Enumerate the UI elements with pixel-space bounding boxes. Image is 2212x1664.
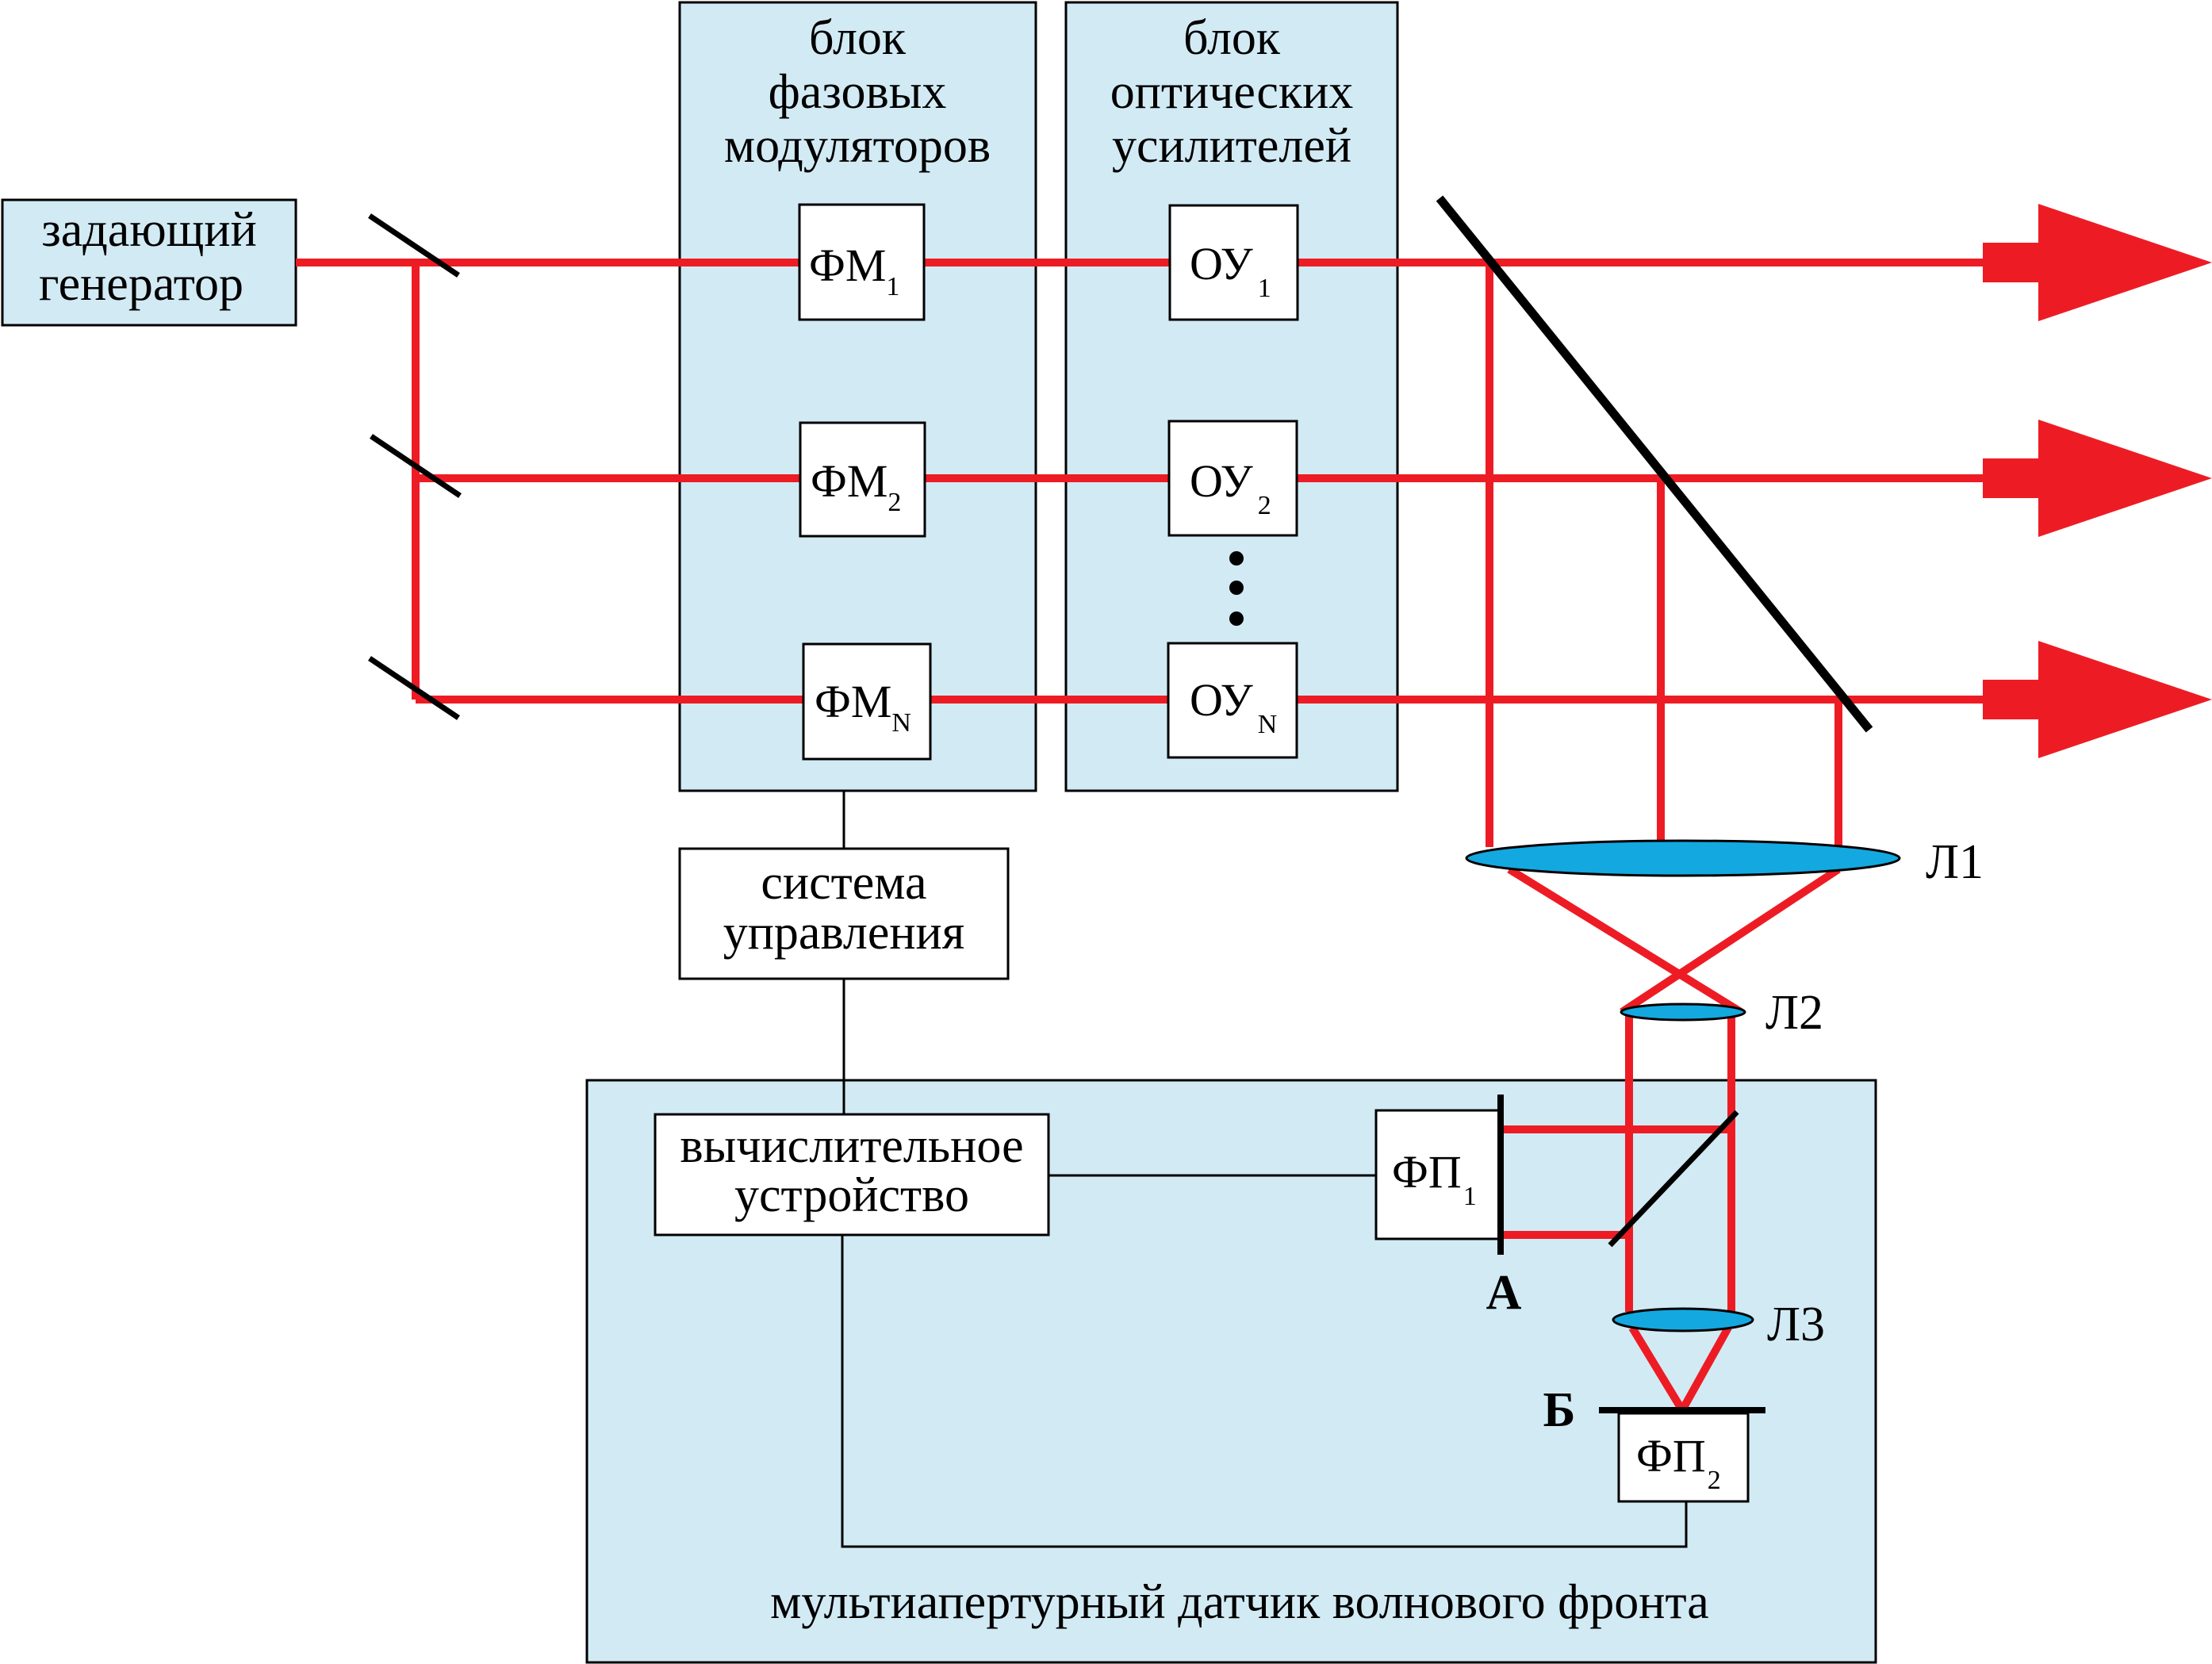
focus-beam-right (1678, 1325, 1732, 1413)
svg-text:ФМ1: ФМ1 (809, 240, 899, 301)
lens-l3-icon (1612, 1307, 1754, 1332)
splitter-mirrors (368, 213, 462, 720)
amp-block-title-line1: блок (1183, 11, 1281, 65)
ellipsis-dots (1229, 551, 1244, 626)
svg-text:устройство: устройство (734, 1168, 969, 1222)
svg-text:система: система (761, 856, 926, 910)
amp-block-title-line2: оптических (1110, 65, 1354, 119)
output-arrow-2 (1983, 420, 2212, 537)
control-wires (841, 791, 1688, 1548)
lens-l1-label: Л1 (1926, 835, 1984, 889)
svg-text:ОУ1: ОУ1 (1190, 238, 1271, 303)
svg-text:ФМ2: ФМ2 (811, 455, 901, 517)
lens-l2-icon (1620, 1003, 1746, 1022)
generator-label-line2: генератор (39, 257, 243, 311)
svg-text:ОУN: ОУN (1190, 674, 1277, 739)
sampling-mirror-icon (1436, 195, 1873, 733)
svg-text:управления: управления (723, 906, 965, 960)
sensor-beamsplitter-icon (1608, 1110, 1739, 1248)
lens-l1-icon (1465, 839, 1901, 877)
svg-text:ФП1: ФП1 (1392, 1146, 1477, 1211)
generator-label-line1: задающий (41, 203, 257, 257)
svg-text:вычислительное: вычислительное (680, 1119, 1023, 1173)
plane-b-label: Б (1543, 1383, 1576, 1437)
plane-a-label: А (1486, 1266, 1522, 1320)
phase-block-title-line1: блок (809, 11, 907, 65)
splitter-mirror-1-icon (368, 213, 460, 278)
photodetector-1: ФП1 (1374, 1109, 1502, 1240)
output-arrow-n (1983, 641, 2212, 758)
phase-block-title-line2: фазовых (769, 65, 947, 119)
modulator-2: ФМ2 (799, 421, 926, 538)
lens-l3-label: Л3 (1767, 1298, 1825, 1352)
beams (296, 259, 1983, 1413)
svg-text:ФМN: ФМN (815, 676, 911, 738)
svg-text:ФП2: ФП2 (1636, 1430, 1721, 1495)
computing-unit-box: вычислительное устройство (654, 1113, 1050, 1236)
output-arrows (1983, 204, 2212, 758)
modulator-1: ФМ1 (798, 203, 926, 321)
modulator-n: ФМN (802, 642, 932, 761)
phase-block-title-line3: модуляторов (724, 119, 991, 173)
converging-beam-left (1507, 865, 1743, 1016)
amp-block-title-line3: усилителей (1112, 119, 1351, 173)
control-system-box: система управления (678, 847, 1010, 980)
splitter-mirror-n-icon (368, 656, 460, 720)
svg-text:ОУ2: ОУ2 (1190, 455, 1271, 520)
splitter-mirror-2-icon (370, 434, 462, 498)
sensor-panel-title: мультиапертурный датчик волнового фронта (770, 1575, 1709, 1629)
lens-l2-label: Л2 (1765, 986, 1823, 1040)
focus-beam-left (1628, 1325, 1686, 1413)
master-oscillator-box (1, 198, 297, 327)
photodetector-2: ФП2 (1617, 1412, 1750, 1503)
output-arrow-1 (1983, 204, 2212, 321)
converging-beam-right (1620, 865, 1841, 1016)
